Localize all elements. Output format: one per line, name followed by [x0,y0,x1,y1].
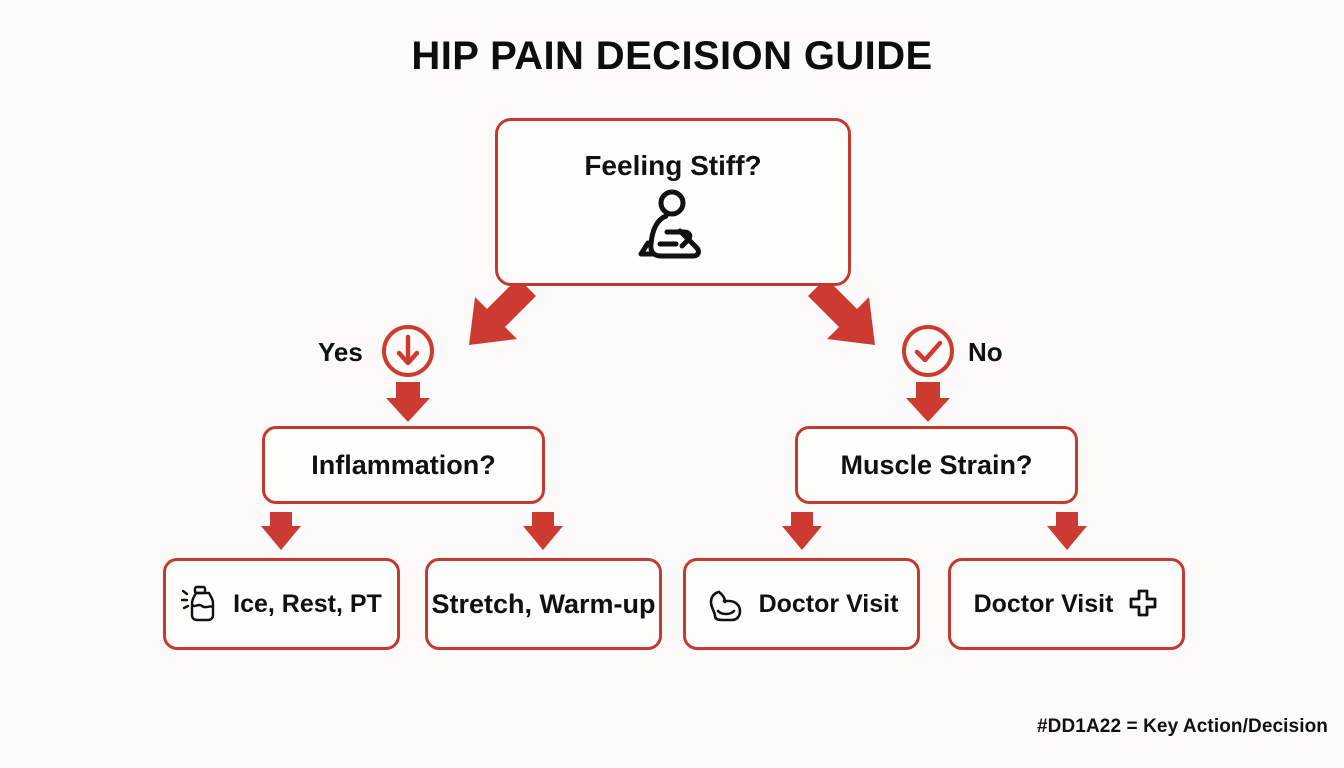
node-muscle-strain[interactable]: Muscle Strain? [795,426,1078,504]
node-ice-rest-pt-content: Ice, Rest, PT [181,584,382,624]
legend-text: #DD1A22 = Key Action/Decision [1037,716,1328,737]
arrow-inflammation-to-stretch-warmup [523,512,563,550]
node-feeling-stiff[interactable]: Feeling Stiff? [495,118,851,286]
node-ice-rest-pt[interactable]: Ice, Rest, PT [163,558,400,650]
node-doctor-visit-muscle[interactable]: Doctor Visit [683,558,920,650]
circled-down-arrow-icon [380,323,436,379]
medical-cross-icon [1127,588,1159,620]
circled-check-icon [900,323,956,379]
node-feeling-stiff-label: Feeling Stiff? [584,150,762,181]
node-inflammation-label: Inflammation? [311,449,496,480]
arrow-inflammation-to-ice-rest-pt [261,512,301,550]
arrow-muscle-strain-to-doctor-visit-left [782,512,822,550]
arrow-muscle-strain-to-doctor-visit-right [1047,512,1087,550]
flexed-biceps-icon [705,584,745,624]
node-doctor-visit-cross-content: Doctor Visit [974,588,1160,620]
seated-stretching-person-icon [636,188,710,266]
node-doctor-visit-cross-label: Doctor Visit [973,589,1114,618]
arrow-root-to-no [808,278,875,345]
page-title: HIP PAIN DECISION GUIDE [411,34,933,78]
node-doctor-visit-muscle-content: Doctor Visit [705,584,899,624]
arrow-yes-to-inflammation [386,382,430,422]
branch-label-no: No [968,337,1003,367]
node-ice-rest-pt-label: Ice, Rest, PT [233,589,382,618]
arrow-no-to-muscle-strain [906,382,950,422]
node-doctor-visit-muscle-label: Doctor Visit [758,589,899,618]
node-stretch-warm-up[interactable]: Stretch, Warm-up [425,558,662,650]
node-doctor-visit-cross[interactable]: Doctor Visit [948,558,1185,650]
node-muscle-strain-label: Muscle Strain? [840,449,1033,480]
node-inflammation[interactable]: Inflammation? [262,426,545,504]
arrow-root-to-yes [469,278,536,345]
branch-label-yes: Yes [318,337,363,367]
node-stretch-warm-up-label: Stretch, Warm-up [431,588,656,619]
ice-pack-bottle-icon [181,584,219,624]
